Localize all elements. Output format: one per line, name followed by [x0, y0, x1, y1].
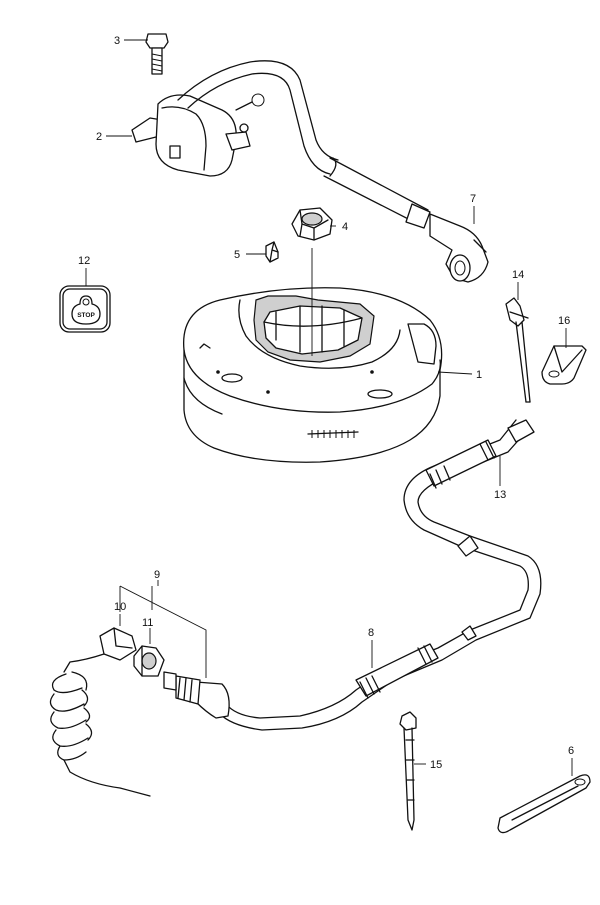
- nut-part-4: [291, 207, 333, 241]
- callout-10: 10: [114, 601, 126, 613]
- callout-12: 12: [78, 255, 90, 267]
- stop-switch-harness: [219, 419, 542, 731]
- callout-15: 15: [430, 759, 442, 771]
- spark-plug-lead: [177, 60, 431, 229]
- flywheel-part-1: [183, 287, 443, 463]
- callout-5: 5: [234, 249, 240, 261]
- nut-part-11: [133, 645, 165, 677]
- callout-13: 13: [494, 489, 506, 501]
- callout-4: 4: [342, 221, 348, 233]
- callout-2: 2: [96, 131, 102, 143]
- stop-switch-part-9: [163, 671, 230, 719]
- callout-14: 14: [512, 269, 524, 281]
- stop-plate-part-12: STOP: [59, 285, 111, 333]
- callout-6: 6: [568, 745, 574, 757]
- bracket-part-16: [541, 345, 587, 385]
- callout-8: 8: [368, 627, 374, 639]
- key-part-5: [265, 241, 279, 263]
- cable-tie-part-15: [399, 711, 417, 831]
- leader-lines: [85, 39, 573, 776]
- callout-9: 9: [154, 569, 160, 581]
- callout-1: 1: [476, 369, 482, 381]
- plug-cap-part-7: [429, 213, 489, 283]
- callout-3: 3: [114, 35, 120, 47]
- bolt-part-3: [145, 33, 169, 75]
- cable-clamp-part-14: [505, 297, 531, 403]
- ignition-coil-part-2: [131, 94, 251, 177]
- callouts: 3 2 4 5 7 12 14 16 1 13 9 10 11 8 15 6: [78, 35, 574, 771]
- callout-16: 16: [558, 315, 570, 327]
- clamp-strap-part-6: [497, 774, 591, 834]
- callout-11: 11: [142, 617, 153, 629]
- callout-7: 7: [470, 193, 476, 205]
- stop-label: STOP: [77, 312, 95, 319]
- lanyard-part-10: [49, 627, 151, 797]
